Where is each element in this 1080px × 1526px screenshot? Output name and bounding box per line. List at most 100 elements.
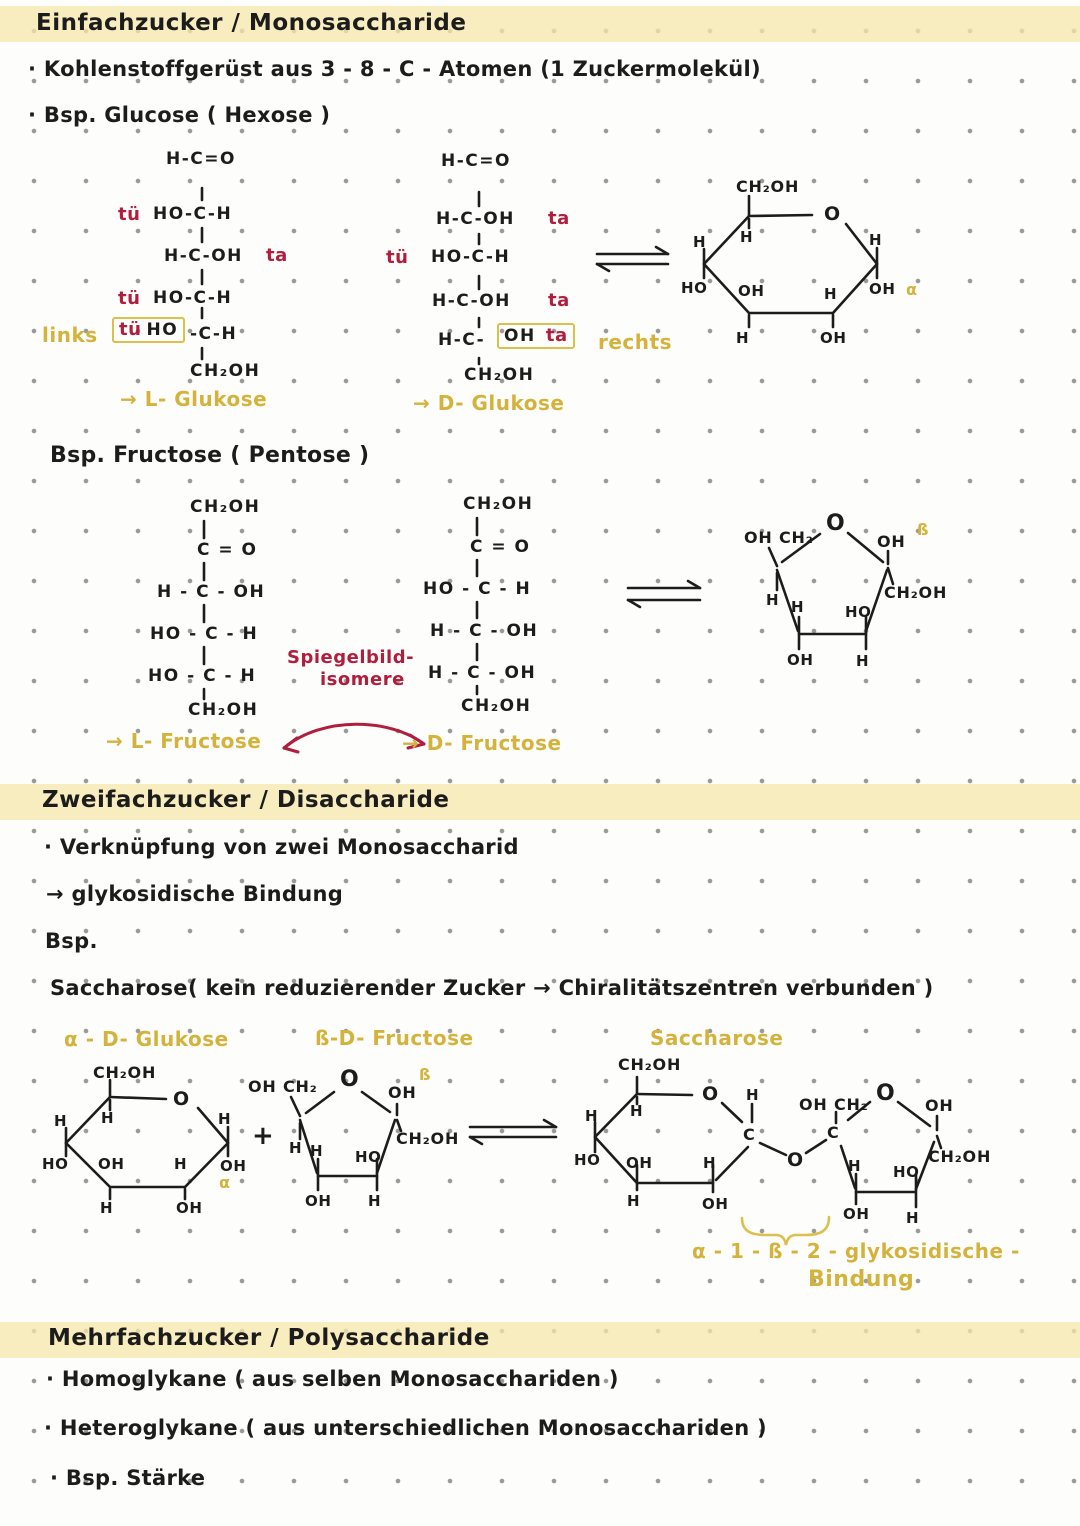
glycosidic-bond-label: α - 1 - ß - 2 - glykosidische - bbox=[692, 1239, 1020, 1263]
saccharose-note: ( kein reduzierender Zucker → Chiralität… bbox=[188, 976, 934, 1000]
ring-oxygen: O bbox=[824, 203, 841, 225]
bullet-verknuepfung: · Verknüpfung von zwei Monosaccharid bbox=[44, 835, 519, 859]
bullet-bsp: Bsp. bbox=[45, 929, 98, 953]
highlight-band-disaccharide bbox=[0, 784, 1080, 820]
ring-oxygen: O bbox=[876, 1081, 895, 1106]
d-glucose-row4-boxed: OH bbox=[504, 326, 536, 346]
ring-h: H bbox=[791, 598, 805, 616]
ring-h: H bbox=[848, 1157, 862, 1175]
ring-ho: HO bbox=[42, 1155, 69, 1173]
ring-ohch2: OH CH₂ bbox=[799, 1095, 869, 1114]
highlight-box-links: tü HO bbox=[112, 317, 186, 343]
ring-h: H bbox=[310, 1142, 324, 1160]
ring-oxygen: O bbox=[173, 1088, 190, 1110]
ring-oh: OH bbox=[98, 1155, 125, 1173]
anomeric-c: C bbox=[743, 1125, 756, 1144]
d-fructose-row3: HO - C - H bbox=[423, 579, 532, 599]
l-fructose-row6: CH₂OH bbox=[188, 700, 259, 720]
ring-oh: OH bbox=[820, 329, 847, 347]
section-title-disaccharide: Zweifachzucker / Disaccharide bbox=[42, 787, 450, 813]
spiegelbild-text: Spiegelbild- bbox=[287, 647, 415, 668]
ring-ho: HO bbox=[355, 1148, 382, 1166]
d-glucose-row4: H-C- bbox=[438, 330, 486, 350]
bullet-homoglykane: · Homoglykane ( aus selben Monosaccharid… bbox=[46, 1367, 619, 1391]
ring-h: H bbox=[856, 652, 870, 670]
bullet-bsp-glucose: · Bsp. Glucose ( Hexose ) bbox=[28, 103, 331, 127]
ring-ohch2: OH CH₂ bbox=[744, 528, 814, 547]
ring-h: H bbox=[54, 1112, 68, 1130]
d-fructose-row1: CH₂OH bbox=[463, 494, 534, 514]
ring-ho: HO bbox=[574, 1151, 601, 1169]
label-saccharose: Saccharose bbox=[650, 1026, 784, 1050]
annotation-tue: tü bbox=[118, 288, 141, 309]
ring-h: H bbox=[736, 329, 750, 347]
annotation-tue: tü bbox=[119, 319, 142, 340]
ring-h: H bbox=[101, 1109, 115, 1127]
label-alpha: α bbox=[219, 1173, 231, 1192]
ring-oh: OH bbox=[738, 282, 765, 300]
d-fructose-row6: CH₂OH bbox=[461, 696, 532, 716]
l-glucose-row1: HO-C-H bbox=[153, 204, 233, 224]
l-glucose-row2: H-C-OH bbox=[164, 246, 243, 266]
l-glucose-row4-boxed: HO bbox=[146, 320, 179, 340]
ring-oxygen: O bbox=[826, 511, 845, 536]
annotation-ta: ta bbox=[548, 208, 570, 229]
d-fructose-row2: C = O bbox=[470, 537, 531, 557]
bullet-glykosidische-bindung: → glykosidische Bindung bbox=[46, 882, 344, 906]
d-glucose-row2: HO-C-H bbox=[431, 247, 511, 267]
highlight-box-rechts: OH ta bbox=[497, 323, 575, 349]
d-fructose-row5: H - C - OH bbox=[428, 663, 537, 683]
label-l-fructose: → L- Fructose bbox=[106, 729, 262, 753]
ring-ch2oh: CH₂OH bbox=[93, 1063, 157, 1082]
saccharose-name: Saccharose bbox=[50, 976, 188, 1000]
label-l-glukose: → L- Glukose bbox=[120, 387, 268, 411]
ring-ch2oh: CH₂OH bbox=[884, 583, 948, 602]
l-fructose-row4: HO - C - H bbox=[150, 624, 259, 644]
plus-sign: + bbox=[252, 1121, 274, 1151]
bullet-bsp-fructose: Bsp. Fructose ( Pentose ) bbox=[50, 443, 370, 468]
ring-ho: HO bbox=[845, 603, 872, 621]
l-glucose-aldehyde: H-C=O bbox=[166, 149, 236, 169]
ring-h: H bbox=[746, 1086, 760, 1104]
l-glucose-row4-rest: -C-H bbox=[190, 324, 238, 344]
ring-h: H bbox=[766, 591, 780, 609]
ring-ch2oh: CH₂OH bbox=[928, 1147, 992, 1166]
label-alpha: α bbox=[906, 280, 918, 299]
label-alpha-d-glukose: α - D- Glukose bbox=[64, 1027, 229, 1051]
l-fructose-row5: HO - C - H bbox=[148, 666, 257, 686]
bullet-carbon-skeleton: · Kohlenstoffgerüst aus 3 - 8 - C - Atom… bbox=[28, 57, 761, 81]
ring-oh: OH bbox=[176, 1199, 203, 1217]
ring-oh: OH bbox=[626, 1154, 653, 1172]
ring-h: H bbox=[289, 1139, 303, 1157]
ring-h: H bbox=[824, 285, 838, 303]
section-title-monosaccharide: Einfachzucker / Monosaccharide bbox=[36, 10, 467, 36]
ring-oxygen: O bbox=[702, 1083, 719, 1105]
l-glucose-ch2oh: CH₂OH bbox=[190, 361, 261, 381]
label-d-glukose: → D- Glukose bbox=[413, 391, 565, 415]
highlight-band-polysaccharide bbox=[0, 1322, 1080, 1358]
annotation-ta: ta bbox=[266, 245, 288, 266]
ring-ch2oh: CH₂OH bbox=[736, 177, 800, 196]
ring-oh: OH bbox=[702, 1195, 729, 1213]
label-d-fructose: → D- Fructose bbox=[402, 731, 562, 755]
ring-h: H bbox=[100, 1199, 114, 1217]
glycosidic-bond-label: Bindung bbox=[808, 1267, 915, 1292]
l-fructose-row2: C = O bbox=[197, 540, 258, 560]
spiegelbild-text: isomere bbox=[320, 669, 405, 690]
ring-h: H bbox=[869, 231, 883, 249]
ring-h: H bbox=[630, 1102, 644, 1120]
annotation-ta: ta bbox=[545, 325, 568, 346]
d-glucose-ch2oh: CH₂OH bbox=[464, 365, 535, 385]
l-fructose-row1: CH₂OH bbox=[190, 497, 261, 517]
ring-oxygen: O bbox=[340, 1067, 359, 1092]
anomeric-c: C bbox=[827, 1123, 840, 1142]
ring-h: H bbox=[703, 1154, 717, 1172]
label-beta: ß bbox=[917, 520, 930, 539]
ring-ch2oh: CH₂OH bbox=[396, 1129, 460, 1148]
ring-oh: OH bbox=[869, 280, 896, 298]
bullet-heteroglykane: · Heteroglykane ( aus unterschiedlichen … bbox=[44, 1416, 767, 1440]
annotation-tue: tü bbox=[118, 204, 141, 225]
glycosidic-oxygen: O bbox=[787, 1149, 804, 1171]
